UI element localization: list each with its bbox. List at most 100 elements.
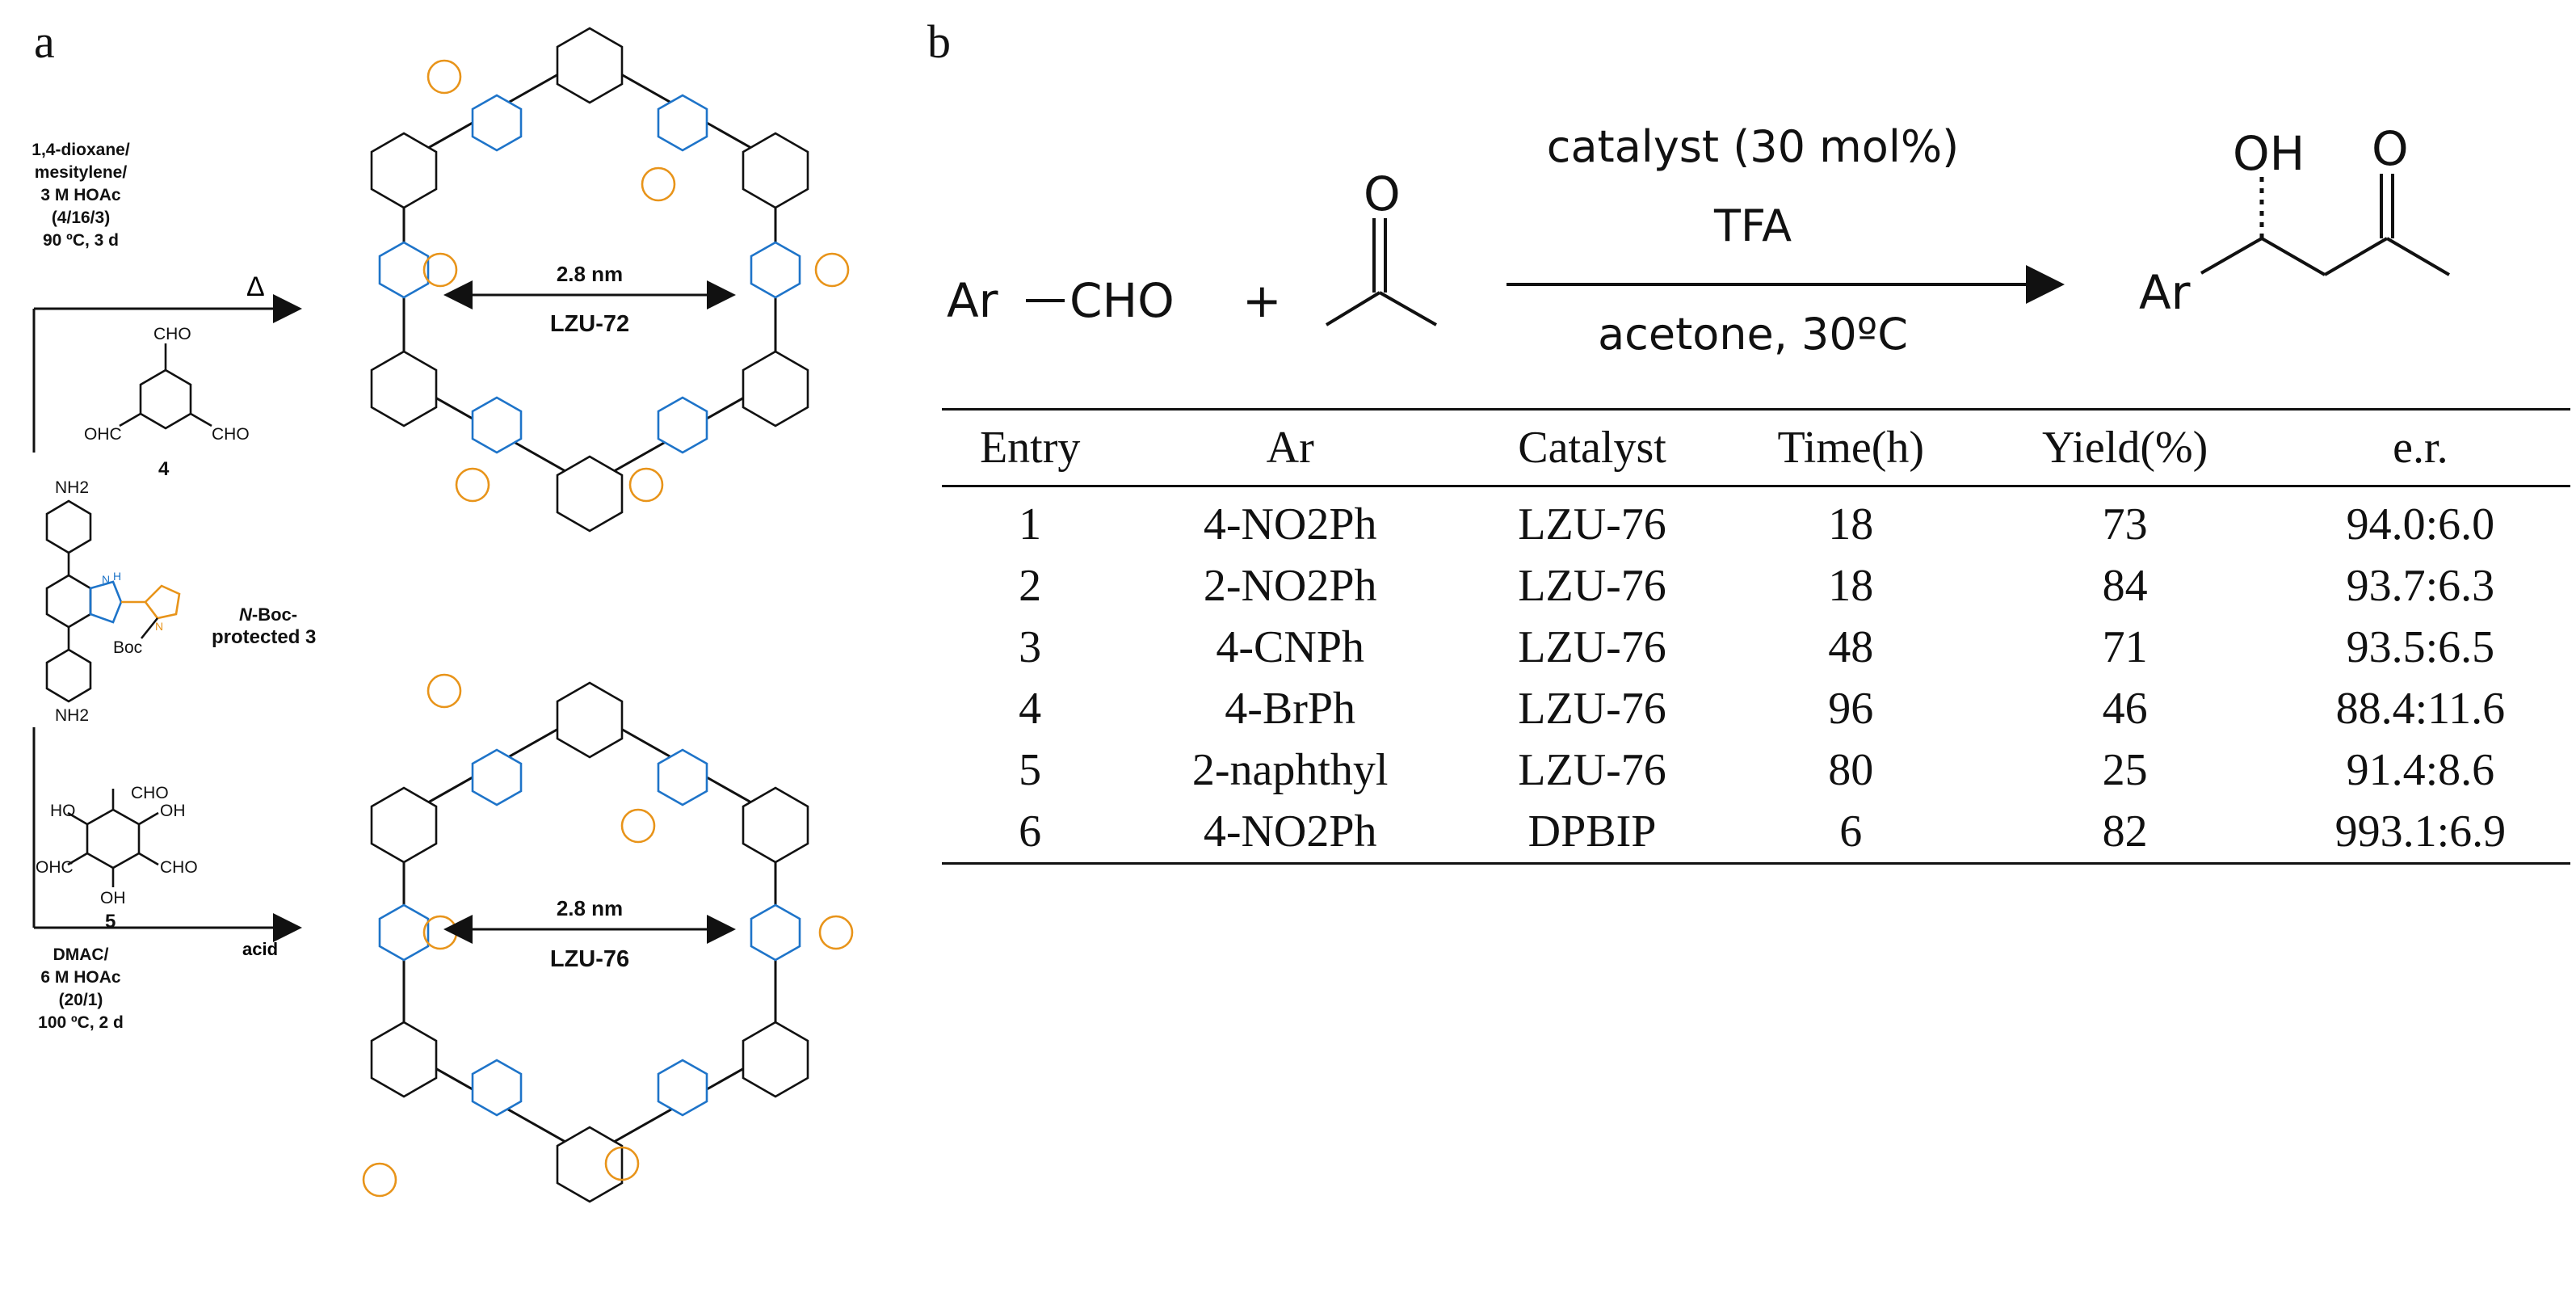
monomer-5-cho-right: CHO	[160, 858, 198, 877]
cell-er: 993.1:6.9	[2334, 806, 2507, 857]
bottom-reaction-conditions: DMAC/ 6 M HOAc (20/1) 100 ºC, 2 d	[38, 945, 124, 1032]
header-yield: Yield(%)	[2042, 423, 2208, 473]
monomer-3-n2: N	[155, 620, 163, 633]
cell-time: 80	[1828, 745, 1874, 795]
cell-catalyst: LZU-76	[1518, 745, 1666, 795]
lzu-72-framework	[370, 27, 850, 533]
reactant-cho: CHO	[1069, 273, 1175, 328]
table-row: 3 4-CNPh LZU-76 48 71 93.5:6.5	[942, 617, 2570, 678]
header-entry: Entry	[979, 423, 1081, 473]
svg-text:3 M HOAc: 3 M HOAc	[40, 186, 121, 204]
cell-yield: 84	[2102, 561, 2148, 611]
top-reaction-conditions: 1,4-dioxane/ mesitylene/ 3 M HOAc (4/16/…	[32, 141, 130, 250]
condition-tfa: TFA	[1713, 200, 1792, 251]
condition-catalyst: catalyst (30 mol%)	[1547, 121, 1959, 172]
plus-sign: +	[1242, 273, 1282, 328]
table-row: 5 2-naphthyl LZU-76 80 25 91.4:8.6	[942, 739, 2570, 801]
product-ar: Ar	[2139, 265, 2191, 320]
table-row: 1 4-NO2Ph LZU-76 18 73 94.0:6.0	[942, 486, 2570, 556]
monomer-4-cho-left: OHC	[84, 425, 122, 444]
cell-catalyst: LZU-76	[1518, 684, 1666, 734]
reactant-ar: Ar	[947, 273, 998, 328]
cell-ar: 4-NO2Ph	[1203, 499, 1377, 549]
monomer-4-cho-top: CHO	[153, 325, 191, 343]
monomer-3-label-line2: protected 3	[212, 626, 316, 648]
monomer-5-ohc: OHC	[36, 858, 74, 877]
svg-text:DMAC/: DMAC/	[53, 945, 109, 964]
monomer-5-structure	[67, 789, 159, 887]
monomer-3-boc: Boc	[113, 638, 142, 657]
svg-text:100 ºC, 2 d: 100 ºC, 2 d	[38, 1013, 124, 1032]
product-hydroxyl: OH	[2233, 126, 2305, 181]
cell-ar: 4-NO2Ph	[1203, 806, 1377, 857]
cell-entry: 4	[1019, 684, 1042, 734]
cell-ar: 2-NO2Ph	[1203, 561, 1377, 611]
lzu-76-label: LZU-76	[550, 946, 629, 972]
header-er: e.r.	[2393, 423, 2448, 473]
cell-catalyst: LZU-76	[1518, 561, 1666, 611]
monomer-5-oh-right: OH	[160, 802, 186, 820]
panel-a-letter: a	[34, 15, 55, 68]
header-time: Time(h)	[1777, 423, 1925, 473]
cell-er: 91.4:8.6	[2346, 745, 2495, 795]
monomer-3-label: N-Boc-	[239, 604, 297, 625]
svg-text:6 M HOAc: 6 M HOAc	[40, 968, 121, 987]
header-ar: Ar	[1266, 423, 1314, 473]
monomer-5-oh-bottom: OH	[100, 889, 126, 907]
product-structure	[2200, 174, 2451, 276]
lzu-72-label: LZU-72	[550, 311, 629, 337]
monomer-5-ho: HO	[50, 802, 76, 820]
cell-entry: 6	[1019, 806, 1042, 857]
lzu-76-framework	[362, 673, 854, 1203]
monomer-4-cho-right: CHO	[212, 425, 250, 444]
monomer-3-nh2-bottom: NH2	[55, 706, 89, 725]
cell-ar: 4-CNPh	[1216, 622, 1364, 672]
cof-synthesis-scheme: 1,4-dioxane/ mesitylene/ 3 M HOAc (4/16/…	[32, 27, 854, 1203]
svg-text:(4/16/3): (4/16/3)	[52, 208, 110, 227]
cell-time: 18	[1828, 499, 1874, 549]
svg-text:(20/1): (20/1)	[59, 991, 103, 1009]
bottom-reaction-arrow	[32, 727, 302, 942]
cell-ar: 4-BrPh	[1225, 684, 1356, 734]
monomer-3-n1: N	[102, 573, 110, 586]
top-reaction-arrow	[32, 294, 302, 453]
monomer-3-nh2-top: NH2	[55, 478, 89, 497]
heat-symbol: Δ	[246, 272, 265, 302]
cell-yield: 25	[2102, 745, 2148, 795]
cell-catalyst: DPBIP	[1528, 806, 1657, 857]
cell-time: 6	[1839, 806, 1863, 857]
table-row: 2 2-NO2Ph LZU-76 18 84 93.7:6.3	[942, 555, 2570, 617]
aldol-reaction-scheme: Ar CHO + O catalyst (30 mol%) TFA aceton…	[947, 121, 2451, 360]
svg-text:mesitylene/: mesitylene/	[35, 163, 128, 182]
cell-catalyst: LZU-76	[1518, 622, 1666, 672]
cell-er: 94.0:6.0	[2346, 499, 2495, 549]
acetone-structure	[1325, 218, 1437, 326]
header-catalyst: Catalyst	[1518, 423, 1666, 473]
cell-time: 96	[1828, 684, 1874, 734]
cell-yield: 71	[2102, 622, 2148, 672]
cell-catalyst: LZU-76	[1518, 499, 1666, 549]
cell-entry: 3	[1019, 622, 1042, 672]
cell-er: 93.7:6.3	[2346, 561, 2495, 611]
cell-time: 18	[1828, 561, 1874, 611]
monomer-4-structure	[119, 343, 212, 430]
product-carbonyl-o: O	[2372, 121, 2409, 176]
cell-yield: 46	[2102, 684, 2148, 734]
table-row: 6 4-NO2Ph DPBIP 6 82 993.1:6.9	[942, 801, 2570, 864]
table-header-row: Entry Ar Catalyst Time(h) Yield(%) e.r.	[942, 409, 2570, 486]
cell-er: 93.5:6.5	[2346, 622, 2495, 672]
condition-solvent: acetone, 30ºC	[1598, 309, 1908, 360]
monomer-3-h: H	[113, 570, 121, 583]
monomer-4-label: 4	[158, 458, 170, 480]
cell-yield: 82	[2102, 806, 2148, 857]
cell-time: 48	[1828, 622, 1874, 672]
acid-label: acid	[242, 939, 278, 959]
lzu-72-pore-size: 2.8 nm	[557, 262, 623, 286]
svg-text:1,4-dioxane/: 1,4-dioxane/	[32, 141, 130, 159]
monomer-3-structure	[45, 499, 181, 703]
cell-entry: 1	[1019, 499, 1042, 549]
cell-entry: 2	[1019, 561, 1042, 611]
results-table: Entry Ar Catalyst Time(h) Yield(%) e.r. …	[942, 408, 2570, 865]
svg-text:90 ºC, 3 d: 90 ºC, 3 d	[43, 231, 119, 250]
cell-entry: 5	[1019, 745, 1042, 795]
